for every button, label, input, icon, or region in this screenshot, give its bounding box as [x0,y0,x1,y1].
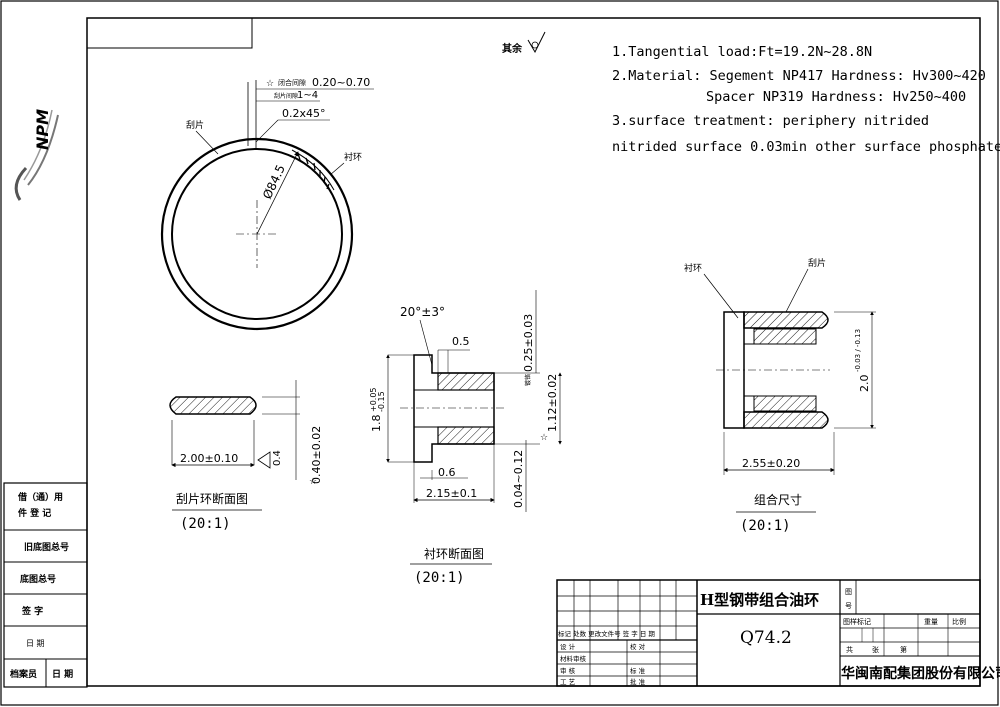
npm-logo: NPM [14,109,59,201]
seg-gap-label: 刮片间隙 [274,92,298,100]
spacer-dim-025: 0.25±0.03 [522,314,535,372]
h-zhongliang: 重量 [924,618,938,626]
spacer-height-112: 1.12±0.02 [546,374,559,432]
assembly-height-tol: -0.03 / -0.13 [854,329,862,372]
spacer-dim-05: 0.5 [452,335,470,348]
rail-section-scale: (20:1) [180,516,231,532]
spacer-height: 1.8 [370,415,383,433]
r-shenhe: 审 核 [560,666,576,675]
rail-height: 0.4 [272,450,283,466]
left-row2: 旧底图总号 [24,541,69,553]
assembly-spacer-label: 衬环 [684,262,702,274]
gap-label: 闭合间隙 [278,78,306,87]
left-row1a: 借（通）用 [17,491,63,503]
rail-label-ring: 刮片 [186,119,204,131]
company-name: 华闽南配集团股份有限公司 [841,665,1000,682]
assembly-title: 组合尺寸 [754,492,802,507]
h-biaoji: 图样标记 [843,617,871,626]
spacer-section-scale: (20:1) [414,570,465,586]
left-row6a: 档案员 [10,668,37,680]
note-5: nitrided surface 0.03min other surface p… [612,139,1000,155]
spacer-height-tol-lower: -0.15 [377,391,386,412]
spacer-section: 1.8 +0.05 -0.15 20°±3° 0.5 0.25±0.03 镀铬 … [369,290,562,586]
col-tu: 图 [845,588,852,596]
r-biaozhun: 标 准 [630,666,646,675]
assembly-width: 2.55±0.20 [742,457,800,470]
r-jiaodui: 校 对 [630,642,646,651]
spacer-angle: 20°±3° [400,305,445,319]
note-2: 2.Material: Segement NP417 Hardness: Hv3… [612,68,986,84]
assembly-section: 衬环 刮片 2.0 -0.03 / -0.13 2.55±0.20 组合尺寸 (… [684,257,876,534]
rail-width: 2.00±0.10 [180,452,238,465]
left-row5: 日 期 [26,639,45,648]
rail-section-title: 刮片环断面图 [176,491,248,506]
gap-value: 0.20~0.70 [312,76,370,89]
star-icon: ☆ [540,433,548,443]
r-gongyi: 工 艺 [560,678,576,686]
part-name: H型钢带组合油环 [700,591,819,609]
left-row6b: 日 期 [52,668,73,680]
spacer-dim-012: 0.04~0.12 [512,450,525,508]
h-gong: 共 [846,645,853,654]
assembly-rail-label: 刮片 [808,257,826,269]
left-row3: 底图总号 [20,573,56,585]
assembly-height: 2.0 [858,375,871,393]
r-cailiao: 材料审核 [560,654,587,663]
spacer-height-tol-upper: +0.05 [369,387,378,412]
rail-section: 2.00±0.10 0.4 0.40±0.02 ☆ 刮片环断面图 (20:1) [169,380,323,532]
note-3: Spacer NP319 Hardness: Hv250~400 [706,89,966,105]
roughness-symbol: 其余 [502,31,546,55]
plating-note: 镀铬 [524,374,532,386]
rev-header: 标记 处数 更改文件号 签 字 日 期 [558,629,655,638]
inner-border [86,17,981,687]
diameter-label: Ø84.5 [260,163,288,202]
left-row1b: 件 登 记 [18,507,51,519]
logo-text: NPM [33,109,52,150]
roughness-label: 其余 [502,42,523,55]
r-pizhun: 批 准 [630,677,646,686]
spacer-width: 2.15±0.1 [426,487,477,500]
h-di: 第 [900,645,907,654]
note-1: 1.Tangential load:Ft=19.2N~28.8N [612,44,872,60]
left-record-table: 借（通）用 件 登 记 旧底图总号 底图总号 签 字 日 期 档案员 日 期 [3,482,88,688]
ring-plan-view: Ø84.5 ☆ 闭合间隙 0.20~0.70 刮片间隙 1~4 0.2x45° … [160,76,374,331]
note-4: 3.surface treatment: periphery nitrided [612,113,929,129]
spacer-label-ring: 衬环 [344,151,362,163]
spacer-section-title: 衬环断面图 [424,546,484,561]
r-sheji: 设 计 [560,642,576,651]
star-icon: ☆ [266,79,274,89]
star-icon: ☆ [309,477,317,487]
spacer-dim-06: 0.6 [438,466,456,479]
technical-notes: 1.Tangential load:Ft=19.2N~28.8N 2.Mater… [612,44,1000,155]
h-bili: 比例 [952,617,966,626]
left-row4: 签 字 [21,605,43,617]
col-hao: 号 [845,602,852,610]
corner-box [87,18,253,49]
rail-thickness: 0.40±0.02 [310,426,323,484]
drawing-number: Q74.2 [740,628,792,648]
chamfer-label: 0.2x45° [282,107,326,120]
title-block: H型钢带组合油环 Q74.2 华闽南配集团股份有限公司 图 号 图样标记 重量 … [556,579,1000,687]
assembly-scale: (20:1) [740,518,791,534]
h-zhang: 张 [872,645,879,654]
seg-gap-value: 1~4 [297,90,318,101]
